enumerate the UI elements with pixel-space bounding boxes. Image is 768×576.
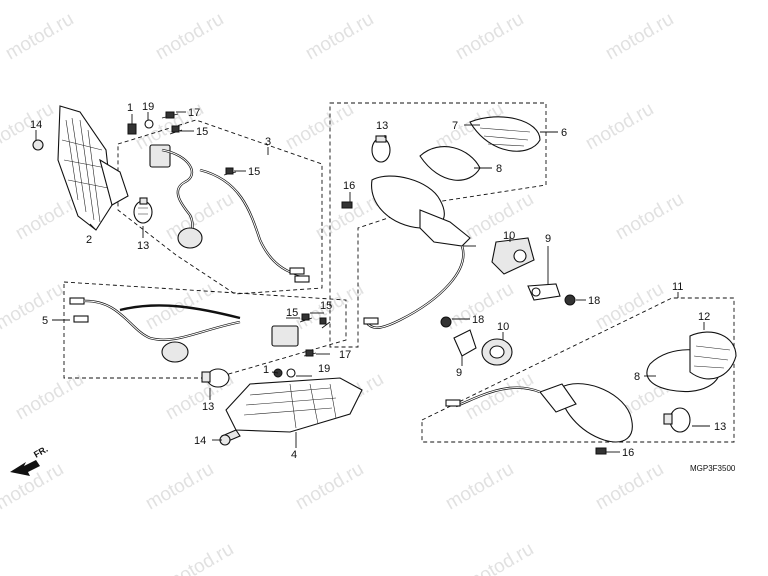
callout-14: 14: [194, 435, 206, 447]
callout-18: 18: [588, 295, 600, 307]
callout-17: 17: [188, 107, 200, 119]
watermark: motod.ru: [592, 459, 667, 515]
callout-9: 9: [545, 233, 551, 245]
callout-13: 13: [376, 120, 388, 132]
callout-18: 18: [472, 314, 484, 326]
watermark: motod.ru: [282, 99, 357, 155]
watermark: motod.ru: [442, 459, 517, 515]
callout-13: 13: [137, 240, 149, 252]
callout-15: 15: [196, 126, 208, 138]
front-arrow-icon: [10, 460, 40, 476]
watermark: motod.ru: [462, 189, 537, 245]
watermark: motod.ru: [462, 369, 537, 425]
part-turn-signal-lower-left: [221, 377, 363, 443]
watermark: motod.ru: [142, 459, 217, 515]
diagram-code: MGP3F3500: [690, 464, 736, 473]
callout-8: 8: [634, 371, 640, 383]
group-outline-5: [63, 281, 347, 379]
callout-12: 12: [698, 311, 710, 323]
watermark: motod.ru: [602, 9, 677, 65]
watermark: motod.ru: [12, 369, 87, 425]
callout-6: 6: [561, 127, 567, 139]
callout-8: 8: [496, 163, 502, 175]
callout-15: 15: [286, 307, 298, 319]
callout-1: 1: [127, 102, 133, 114]
upper-right-hardware: [491, 237, 576, 306]
watermark: motod.ru: [592, 279, 667, 335]
callout-3: 3: [265, 136, 271, 148]
watermark: motod.ru: [0, 99, 57, 155]
lower-mid-hardware: [440, 316, 513, 366]
callout-10: 10: [497, 321, 509, 333]
watermark: motod.ru: [582, 99, 657, 155]
callout-15: 15: [248, 166, 260, 178]
callout-labels: 1 19 17 14 15 3 15 2 13 13 7 6 8 16 10 9…: [30, 101, 726, 461]
part-turn-signal-upper-right: [341, 116, 541, 329]
callout-7: 7: [452, 120, 458, 132]
callout-13: 13: [714, 421, 726, 433]
callout-5: 5: [42, 315, 48, 327]
callout-14: 14: [30, 119, 42, 131]
callout-16: 16: [622, 447, 634, 459]
front-label: FR.: [32, 444, 50, 460]
callout-19: 19: [318, 363, 330, 375]
watermark: motod.ru: [0, 279, 67, 335]
watermark: motod.ru: [292, 459, 367, 515]
watermark: motod.ru: [462, 539, 537, 576]
watermark: motod.ru: [152, 9, 227, 65]
group-outline-11: [421, 297, 735, 443]
leader-lines: [35, 111, 710, 453]
part-bulb-upper-left: [133, 197, 153, 224]
lower-hardware: [219, 313, 331, 446]
watermark: motod.ru: [162, 539, 237, 576]
watermark: motod.ru: [302, 9, 377, 65]
callout-9: 9: [456, 367, 462, 379]
watermark-layer: motod.ru motod.ru motod.ru motod.ru moto…: [0, 9, 687, 576]
watermark: motod.ru: [612, 189, 687, 245]
callout-2: 2: [86, 234, 92, 246]
callout-15: 15: [320, 300, 332, 312]
callout-10: 10: [503, 230, 515, 242]
upper-hardware: [32, 111, 237, 176]
callout-4: 4: [291, 449, 297, 461]
callout-11: 11: [672, 281, 683, 293]
part-turn-signal-upper-left: [57, 105, 129, 231]
watermark: motod.ru: [2, 9, 77, 65]
callout-16: 16: [343, 180, 355, 192]
callout-13: 13: [202, 401, 214, 413]
part-harness-upper: [149, 144, 310, 283]
callout-1: 1: [263, 364, 269, 376]
watermark: motod.ru: [452, 9, 527, 65]
callout-19: 19: [142, 101, 154, 113]
part-turn-signal-lower-right: [445, 331, 737, 455]
callout-17: 17: [339, 349, 351, 361]
part-harness-mid: [69, 297, 299, 388]
